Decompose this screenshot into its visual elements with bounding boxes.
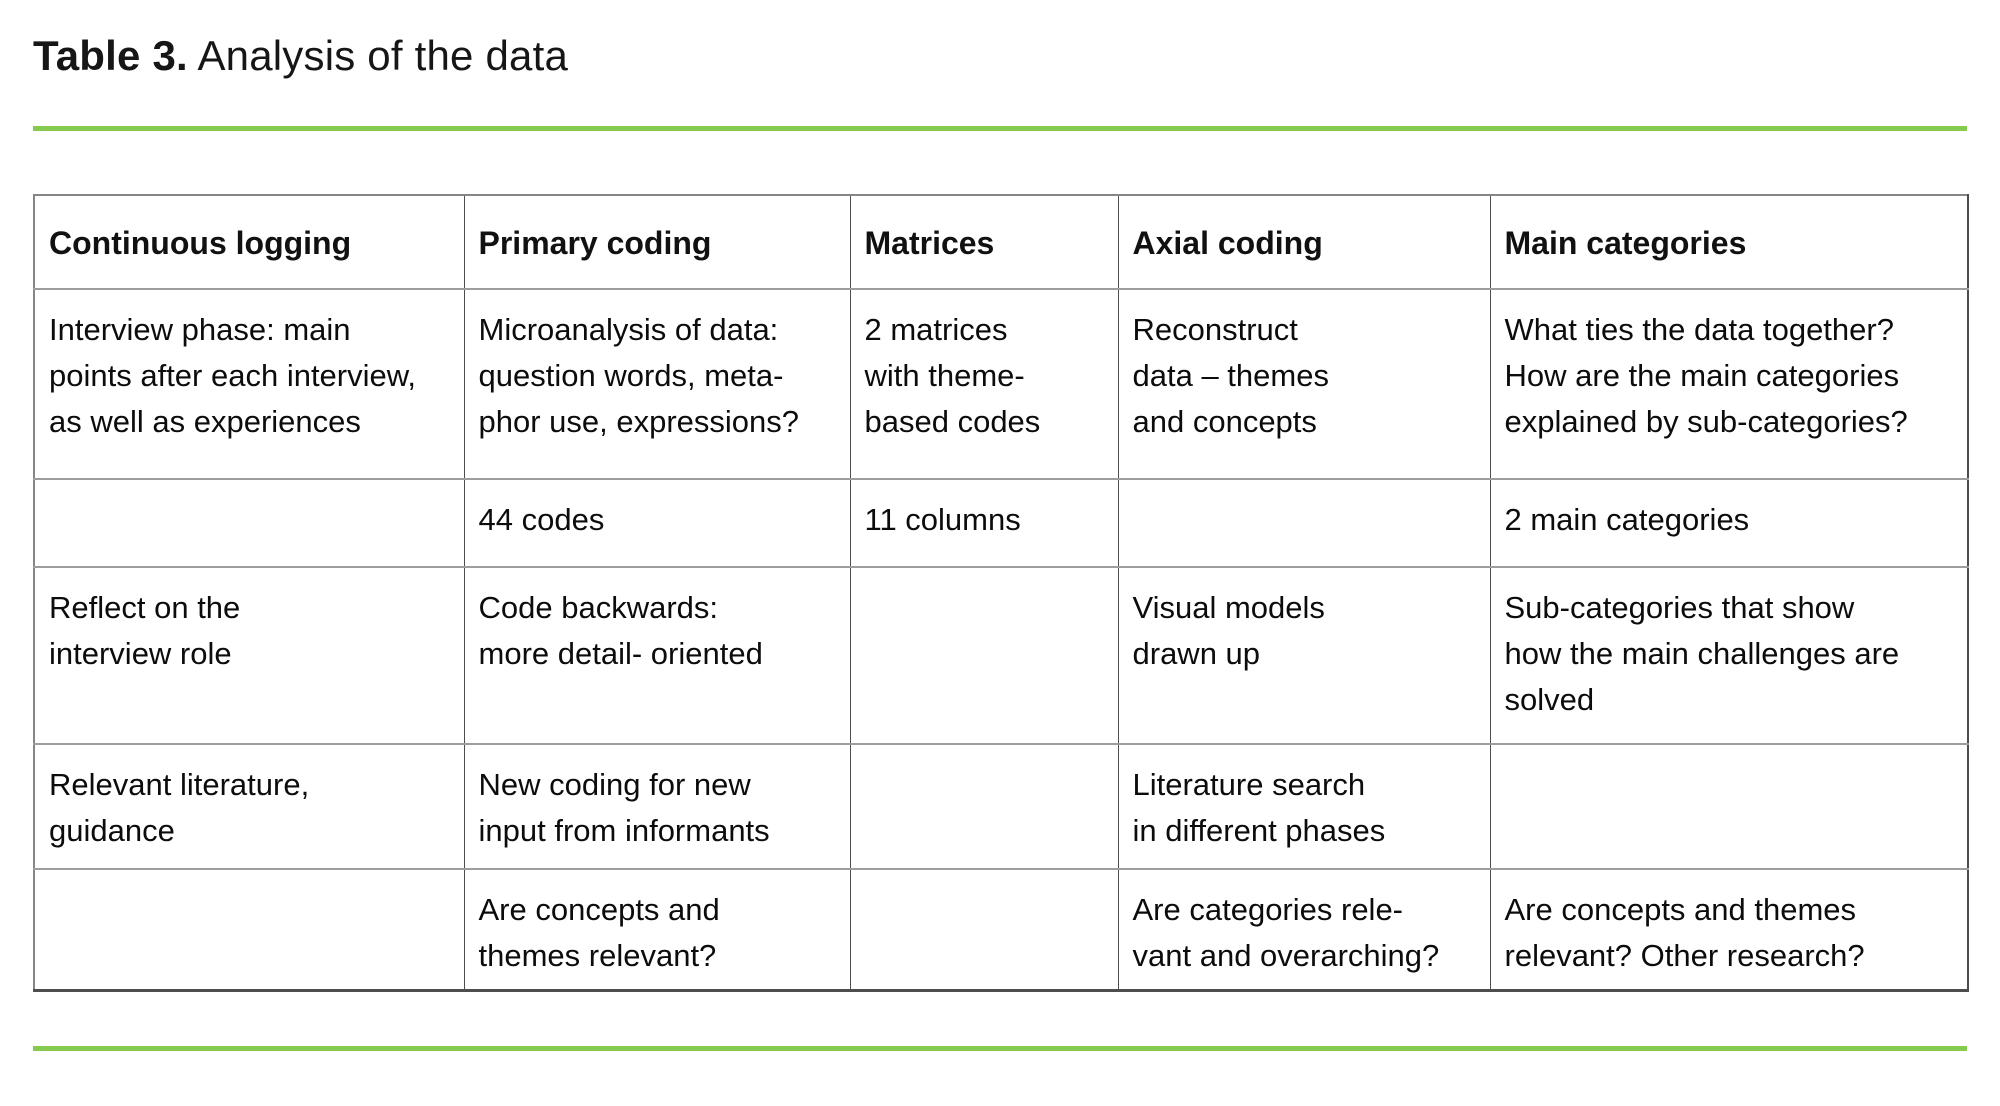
column-header-matrices: Matrices	[849, 195, 1118, 289]
table-cell: New coding for new input from informants	[463, 743, 850, 869]
table-cell: Literature search in different phases	[1117, 743, 1490, 869]
table-cell: 44 codes	[463, 478, 850, 567]
table-row: Interview phase: main points after each …	[34, 288, 1968, 479]
table-cell: Sub-categories that show how the main ch…	[1489, 566, 1968, 744]
table-cell: 2 matrices with theme- based codes	[849, 288, 1118, 479]
table-cell: Relevant literature, guidance	[34, 743, 464, 869]
table-cell: 11 columns	[849, 478, 1118, 567]
table-cell: Microanalysis of data: question words, m…	[463, 288, 850, 479]
top-divider-rule	[33, 126, 1967, 131]
table-cell: Are categories rele- vant and overarchin…	[1117, 868, 1490, 991]
table-cell	[1489, 743, 1968, 869]
table-cell: Interview phase: main points after each …	[34, 288, 464, 479]
table-cell: Are concepts and themes relevant?	[463, 868, 850, 991]
table-cell	[849, 868, 1118, 991]
column-header-continuous-logging: Continuous logging	[49, 225, 352, 261]
table-cell	[1117, 478, 1490, 567]
table-number-label: Table 3.	[33, 32, 188, 79]
table-row: Are concepts and themes relevant? Are ca…	[34, 868, 1968, 991]
table-header-row: Continuous logging Primary coding Matric…	[34, 195, 1968, 289]
table-cell: Reconstruct data – themes and concepts	[1117, 288, 1490, 479]
column-header-axial-coding: Axial coding	[1117, 195, 1490, 289]
table-row: Reflect on the interview role Code backw…	[34, 566, 1968, 744]
table-cell: 2 main categories	[1489, 478, 1968, 567]
column-header-main-categories: Main categories	[1489, 195, 1968, 289]
table-cell	[849, 566, 1118, 744]
table-cell	[34, 868, 464, 991]
table-title: Table 3. Analysis of the data	[33, 32, 1967, 80]
bottom-divider-rule	[33, 1046, 1967, 1051]
table-row: 44 codes 11 columns 2 main categories	[34, 478, 1968, 567]
table-cell	[849, 743, 1118, 869]
analysis-table: Continuous logging Primary coding Matric…	[33, 194, 1969, 992]
table-title-text: Analysis of the data	[187, 32, 568, 79]
table-cell: What ties the data together? How are the…	[1489, 288, 1968, 479]
table-cell: Code backwards: more detail- oriented	[463, 566, 850, 744]
table-cell	[34, 478, 464, 567]
table-cell: Reflect on the interview role	[34, 566, 464, 744]
table-cell: Are concepts and themes relevant? Other …	[1489, 868, 1968, 991]
column-header-primary-coding: Primary coding	[463, 195, 850, 289]
table-row: Relevant literature, guidance New coding…	[34, 743, 1968, 869]
table-cell: Visual models drawn up	[1117, 566, 1490, 744]
